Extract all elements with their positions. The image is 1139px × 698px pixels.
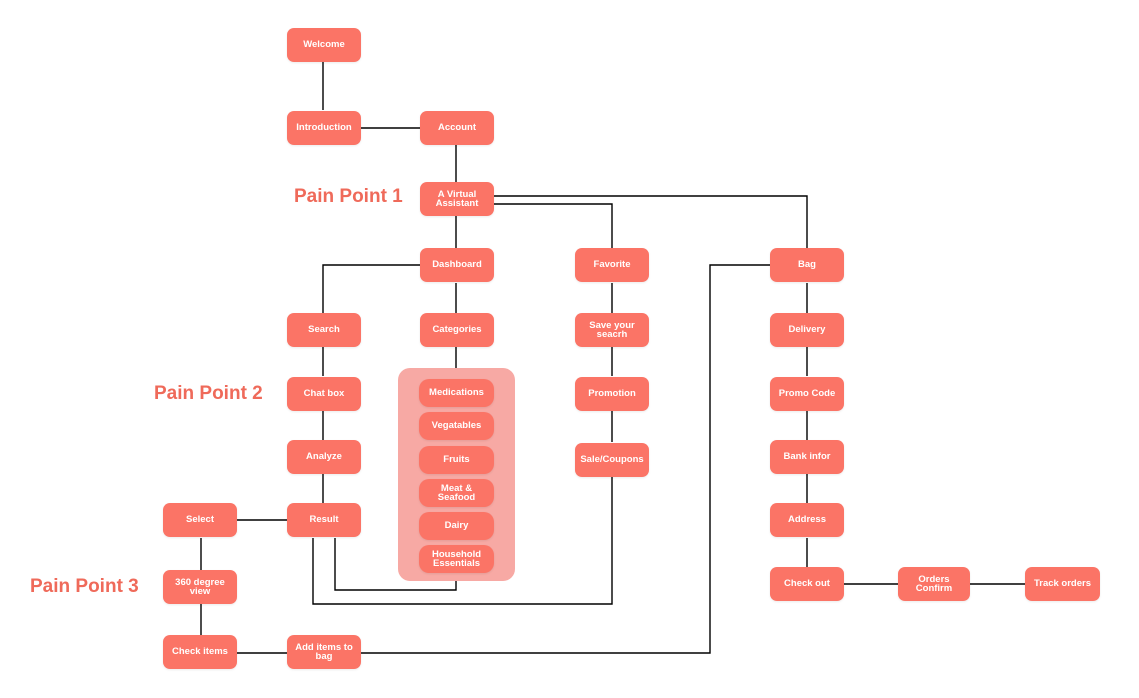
node-analyze[interactable]: Analyze [287, 440, 361, 474]
node-promotion[interactable]: Promotion [575, 377, 649, 411]
node-save-search[interactable]: Save your seacrh [575, 313, 649, 347]
node-promo-code[interactable]: Promo Code [770, 377, 844, 411]
node-dashboard[interactable]: Dashboard [420, 248, 494, 282]
category-fruits[interactable]: Fruits [419, 446, 494, 474]
category-medications[interactable]: Medications [419, 379, 494, 407]
edge-additems-bag [360, 264, 770, 654]
node-result[interactable]: Result [287, 503, 361, 537]
node-orders-confirm[interactable]: Orders Confirm [898, 567, 970, 601]
node-check-items[interactable]: Check items [163, 635, 237, 669]
node-introduction[interactable]: Introduction [287, 111, 361, 145]
pain-point-2-label: Pain Point 2 [154, 383, 263, 404]
node-bank-infor[interactable]: Bank infor [770, 440, 844, 474]
node-address[interactable]: Address [770, 503, 844, 537]
edge-result-group [334, 538, 457, 591]
node-welcome[interactable]: Welcome [287, 28, 361, 62]
node-sale-coupons[interactable]: Sale/Coupons [575, 443, 649, 477]
edge-assistant-favorite [493, 203, 613, 248]
category-household-essentials[interactable]: Household Essentials [419, 545, 494, 573]
node-account[interactable]: Account [420, 111, 494, 145]
edge-dashboard-search [322, 264, 420, 313]
pain-point-3-label: Pain Point 3 [30, 576, 139, 597]
node-select[interactable]: Select [163, 503, 237, 537]
category-meat-seafood[interactable]: Meat & Seafood [419, 479, 494, 507]
category-dairy[interactable]: Dairy [419, 512, 494, 540]
pain-point-1-label: Pain Point 1 [294, 186, 403, 207]
edge-assistant-bag [493, 195, 808, 248]
node-check-out[interactable]: Check out [770, 567, 844, 601]
node-categories[interactable]: Categories [420, 313, 494, 347]
edge-result-sale [312, 477, 613, 605]
node-virtual-assistant[interactable]: A Virtual Assistant [420, 182, 494, 216]
node-search[interactable]: Search [287, 313, 361, 347]
node-chat-box[interactable]: Chat box [287, 377, 361, 411]
node-add-items-to-bag[interactable]: Add items to bag [287, 635, 361, 669]
node-track-orders[interactable]: Track orders [1025, 567, 1100, 601]
node-delivery[interactable]: Delivery [770, 313, 844, 347]
node-360-view[interactable]: 360 degree view [163, 570, 237, 604]
node-favorite[interactable]: Favorite [575, 248, 649, 282]
category-vegatables[interactable]: Vegatables [419, 412, 494, 440]
node-bag[interactable]: Bag [770, 248, 844, 282]
